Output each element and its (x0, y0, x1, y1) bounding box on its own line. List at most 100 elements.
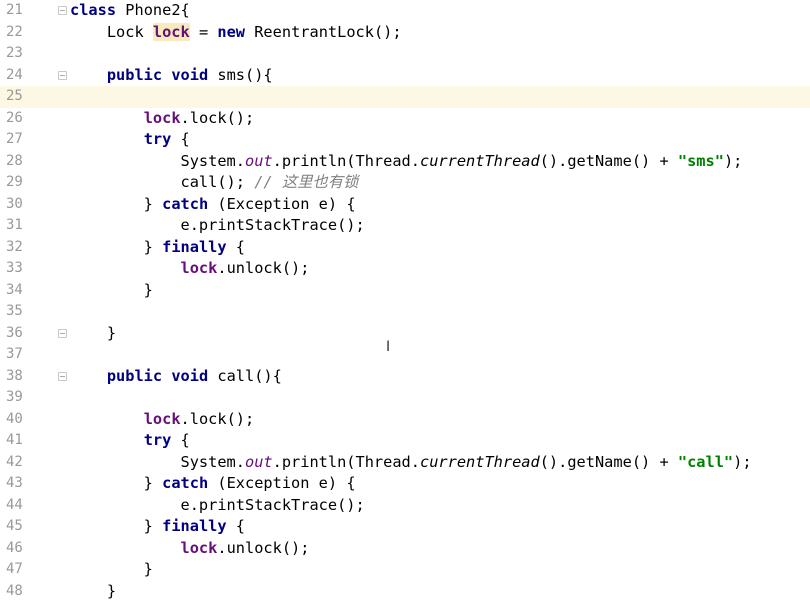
code-text[interactable]: lock.lock(); (70, 108, 254, 130)
code-token (70, 109, 144, 127)
code-token: void (171, 367, 208, 385)
line-number: 35 (0, 301, 44, 323)
code-token: catch (162, 195, 208, 213)
code-line[interactable]: 28 System.out.println(Thread.currentThre… (0, 151, 810, 173)
code-token: // 这里也有锁 (254, 173, 358, 191)
code-token: { (227, 238, 245, 256)
code-line[interactable]: 27 try { (0, 129, 810, 151)
line-number: 45 (0, 516, 44, 538)
code-text[interactable]: try { (70, 430, 190, 452)
code-token: e.printStackTrace(); (70, 496, 365, 514)
code-token: class (70, 1, 116, 19)
code-line[interactable]: 48 } (0, 581, 810, 602)
code-text[interactable]: } catch (Exception e) { (70, 473, 356, 495)
code-text[interactable]: lock.unlock(); (70, 538, 309, 560)
code-token: catch (162, 474, 208, 492)
code-text[interactable]: } (70, 323, 116, 345)
code-line[interactable]: 24 public void sms(){ (0, 65, 810, 87)
code-line[interactable]: 32 } finally { (0, 237, 810, 259)
code-text[interactable]: } (70, 280, 153, 302)
code-line[interactable]: 46 lock.unlock(); (0, 538, 810, 560)
code-token (70, 130, 144, 148)
code-token: new (217, 23, 245, 41)
code-line[interactable]: 26 lock.lock(); (0, 108, 810, 130)
code-token: call(){ (208, 367, 282, 385)
code-token: call(); (70, 173, 254, 191)
code-text[interactable]: lock.unlock(); (70, 258, 309, 280)
code-line[interactable]: 47 } (0, 559, 810, 581)
code-line[interactable]: 22 Lock lock = new ReentrantLock(); (0, 22, 810, 44)
code-text[interactable]: } catch (Exception e) { (70, 194, 356, 216)
code-line[interactable]: 30 } catch (Exception e) { (0, 194, 810, 216)
code-line[interactable]: 25 (0, 86, 810, 108)
code-line[interactable]: 37 (0, 344, 810, 366)
code-token: .lock(); (181, 109, 255, 127)
code-text[interactable]: public void sms(){ (70, 65, 273, 87)
code-token: { (171, 130, 189, 148)
code-token: (Exception e) { (208, 474, 355, 492)
code-line[interactable]: 43 } catch (Exception e) { (0, 473, 810, 495)
code-text[interactable]: try { (70, 129, 190, 151)
line-number: 25 (0, 86, 44, 108)
line-number: 22 (0, 22, 44, 44)
code-token: try (144, 431, 172, 449)
code-line[interactable]: 45 } finally { (0, 516, 810, 538)
line-number: 42 (0, 452, 44, 474)
code-token: .println(Thread. (273, 152, 420, 170)
code-token: ().getName() + (540, 453, 678, 471)
code-token: "sms" (678, 152, 724, 170)
line-number: 32 (0, 237, 44, 259)
code-line[interactable]: 44 e.printStackTrace(); (0, 495, 810, 517)
code-token (162, 66, 171, 84)
code-line[interactable]: 31 e.printStackTrace(); (0, 215, 810, 237)
code-text[interactable]: Lock lock = new ReentrantLock(); (70, 22, 402, 44)
code-text[interactable]: } (70, 559, 153, 581)
fold-toggle-icon[interactable] (58, 71, 67, 80)
code-token: } (70, 474, 162, 492)
code-text[interactable]: e.printStackTrace(); (70, 495, 365, 517)
line-number: 44 (0, 495, 44, 517)
code-text[interactable]: } (70, 581, 116, 602)
code-token: ReentrantLock(); (245, 23, 402, 41)
code-line[interactable]: 36 } (0, 323, 810, 345)
code-text[interactable]: e.printStackTrace(); (70, 215, 365, 237)
code-line[interactable]: 23 (0, 43, 810, 65)
line-number: 46 (0, 538, 44, 560)
code-line[interactable]: 34 } (0, 280, 810, 302)
code-text[interactable]: call(); // 这里也有锁 (70, 172, 358, 194)
code-line[interactable]: 35 (0, 301, 810, 323)
code-text[interactable]: } finally { (70, 237, 245, 259)
code-line[interactable]: 40 lock.lock(); (0, 409, 810, 431)
code-text[interactable]: System.out.println(Thread.currentThread(… (70, 151, 742, 173)
fold-toggle-icon[interactable] (58, 6, 67, 15)
code-text[interactable]: public void call(){ (70, 366, 282, 388)
code-token: "call" (678, 453, 733, 471)
code-token: currentThread (420, 453, 540, 471)
code-text[interactable]: } finally { (70, 516, 245, 538)
code-line[interactable]: 33 lock.unlock(); (0, 258, 810, 280)
code-text[interactable]: lock.lock(); (70, 409, 254, 431)
line-number: 33 (0, 258, 44, 280)
code-token (70, 410, 144, 428)
code-token: out (245, 152, 273, 170)
line-number: 47 (0, 559, 44, 581)
code-token: .unlock(); (217, 539, 309, 557)
code-line[interactable]: 41 try { (0, 430, 810, 452)
fold-toggle-icon[interactable] (58, 372, 67, 381)
code-token: } (70, 582, 116, 600)
code-token (162, 367, 171, 385)
fold-toggle-icon[interactable] (58, 329, 67, 338)
code-line[interactable]: 29 call(); // 这里也有锁 (0, 172, 810, 194)
code-text[interactable]: class Phone2{ (70, 0, 190, 22)
code-token: out (245, 453, 273, 471)
code-text[interactable]: System.out.println(Thread.currentThread(… (70, 452, 752, 474)
code-line[interactable]: 42 System.out.println(Thread.currentThre… (0, 452, 810, 474)
code-token: ().getName() + (540, 152, 678, 170)
code-token: = (190, 23, 218, 41)
code-line[interactable]: 39 (0, 387, 810, 409)
code-line[interactable]: 38 public void call(){ (0, 366, 810, 388)
line-number: 43 (0, 473, 44, 495)
code-token: lock (181, 259, 218, 277)
